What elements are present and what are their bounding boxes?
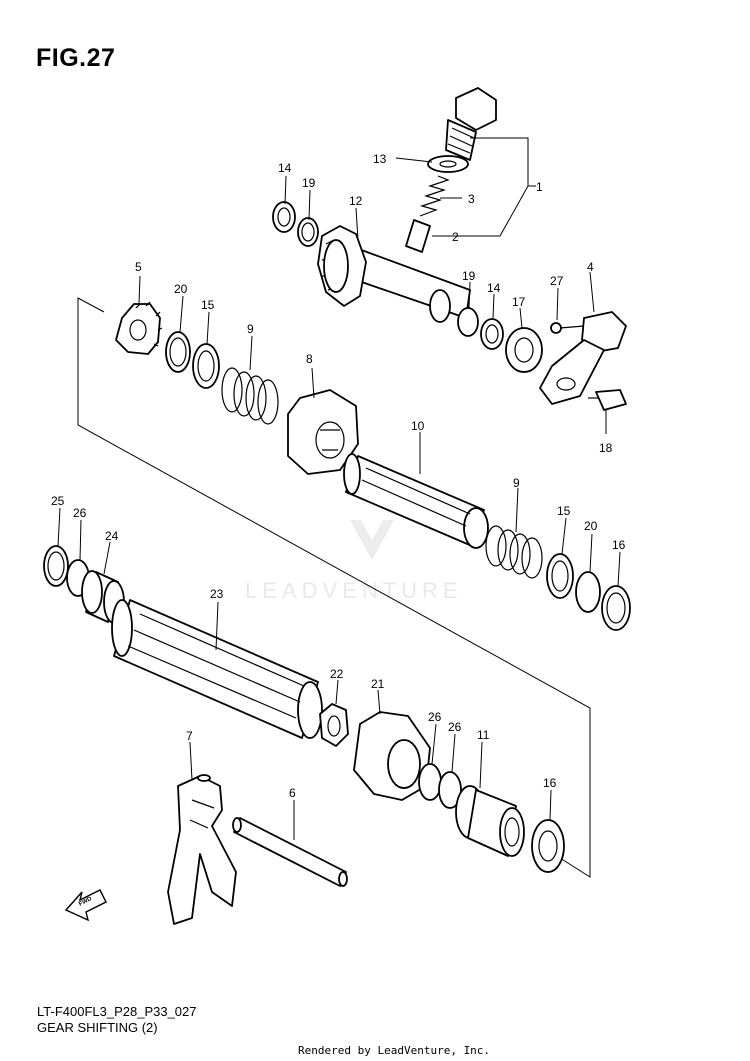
callout-20a: 20 — [174, 282, 188, 296]
callout-4: 4 — [587, 260, 594, 274]
callout-19a: 19 — [302, 176, 316, 190]
part-spring-3 — [419, 175, 450, 217]
part-cam-8 — [287, 389, 359, 475]
part-circlip-20b — [575, 571, 601, 613]
callout-15a: 15 — [201, 298, 215, 312]
figure-title: FIG.27 — [36, 44, 116, 72]
part-circlip-26b — [418, 763, 442, 801]
part-shaft-23 — [111, 599, 323, 739]
callout-6: 6 — [289, 786, 296, 800]
callout-14b: 14 — [487, 281, 501, 295]
part-bearing-24 — [81, 570, 125, 624]
part-arm-4 — [539, 311, 627, 405]
callout-24: 24 — [105, 529, 119, 543]
part-circlip-19b — [457, 307, 479, 337]
part-fork-7 — [167, 774, 237, 925]
part-screw-27 — [550, 322, 585, 334]
callout-22: 22 — [330, 667, 344, 681]
part-washer-14a — [272, 201, 296, 233]
callout-16a: 16 — [612, 538, 626, 552]
callout-13: 13 — [373, 152, 387, 166]
watermark-text: LEADVENTURE — [245, 578, 463, 603]
part-spring-9a — [221, 367, 279, 425]
part-shaft-10 — [343, 453, 489, 549]
callout-15b: 15 — [557, 504, 571, 518]
callout-20b: 20 — [584, 519, 598, 533]
part-gear-5 — [115, 301, 163, 355]
part-washer-16a — [601, 585, 631, 631]
callout-18: 18 — [599, 441, 613, 455]
part-bearing-11 — [455, 785, 525, 857]
fwd-arrow-icon: FWD — [64, 889, 107, 922]
callout-27: 27 — [550, 274, 564, 288]
part-gasket-13 — [427, 155, 469, 173]
callout-8: 8 — [306, 352, 313, 366]
callout-26a: 26 — [73, 506, 87, 520]
watermark-logo: LEADVENTURE — [245, 520, 463, 603]
callout-17: 17 — [512, 295, 526, 309]
callout-11: 11 — [477, 728, 490, 742]
render-credit: Rendered by LeadVenture, Inc. — [298, 1044, 491, 1057]
callout-5: 5 — [135, 260, 142, 274]
part-washer-15b — [546, 553, 574, 599]
part-pin-2 — [405, 219, 431, 253]
callout-26b: 26 — [428, 710, 442, 724]
callout-25: 25 — [51, 494, 65, 508]
callout-7: 7 — [186, 729, 193, 743]
part-spring-9b — [485, 525, 543, 579]
callout-9b: 9 — [513, 476, 520, 490]
callout-21: 21 — [371, 677, 385, 691]
assembly-outline — [77, 297, 591, 878]
part-washer-14b — [480, 318, 504, 350]
part-circlip-26c — [438, 771, 462, 809]
callout-14a: 14 — [278, 161, 292, 175]
callout-19b: 19 — [462, 269, 476, 283]
callout-23: 23 — [210, 587, 224, 601]
callout-16b: 16 — [543, 776, 557, 790]
part-drum-21 — [353, 711, 431, 801]
part-washer-16b — [531, 819, 565, 873]
part-bearing-17 — [505, 327, 543, 373]
part-circlip-19a — [297, 217, 319, 247]
callout-3: 3 — [468, 192, 475, 206]
callout-12: 12 — [349, 194, 363, 208]
part-circlip-20a — [165, 331, 191, 373]
callout-1: 1 — [536, 180, 543, 194]
part-shaft-12 — [317, 225, 471, 323]
part-plate-22 — [319, 703, 349, 747]
part-bolt-18 — [588, 389, 627, 411]
part-rod-6 — [232, 817, 348, 887]
part-washer-15a — [192, 343, 220, 389]
diagram-code: LT-F400FL3_P28_P33_027 — [37, 1004, 197, 1019]
part-washer-25 — [43, 545, 69, 587]
part-bolt-1 — [445, 87, 497, 161]
callout-10: 10 — [411, 419, 425, 433]
diagram-subtitle: GEAR SHIFTING (2) — [37, 1020, 158, 1035]
callout-9a: 9 — [247, 322, 254, 336]
callout-26c: 26 — [448, 720, 462, 734]
callout-2: 2 — [452, 230, 459, 244]
